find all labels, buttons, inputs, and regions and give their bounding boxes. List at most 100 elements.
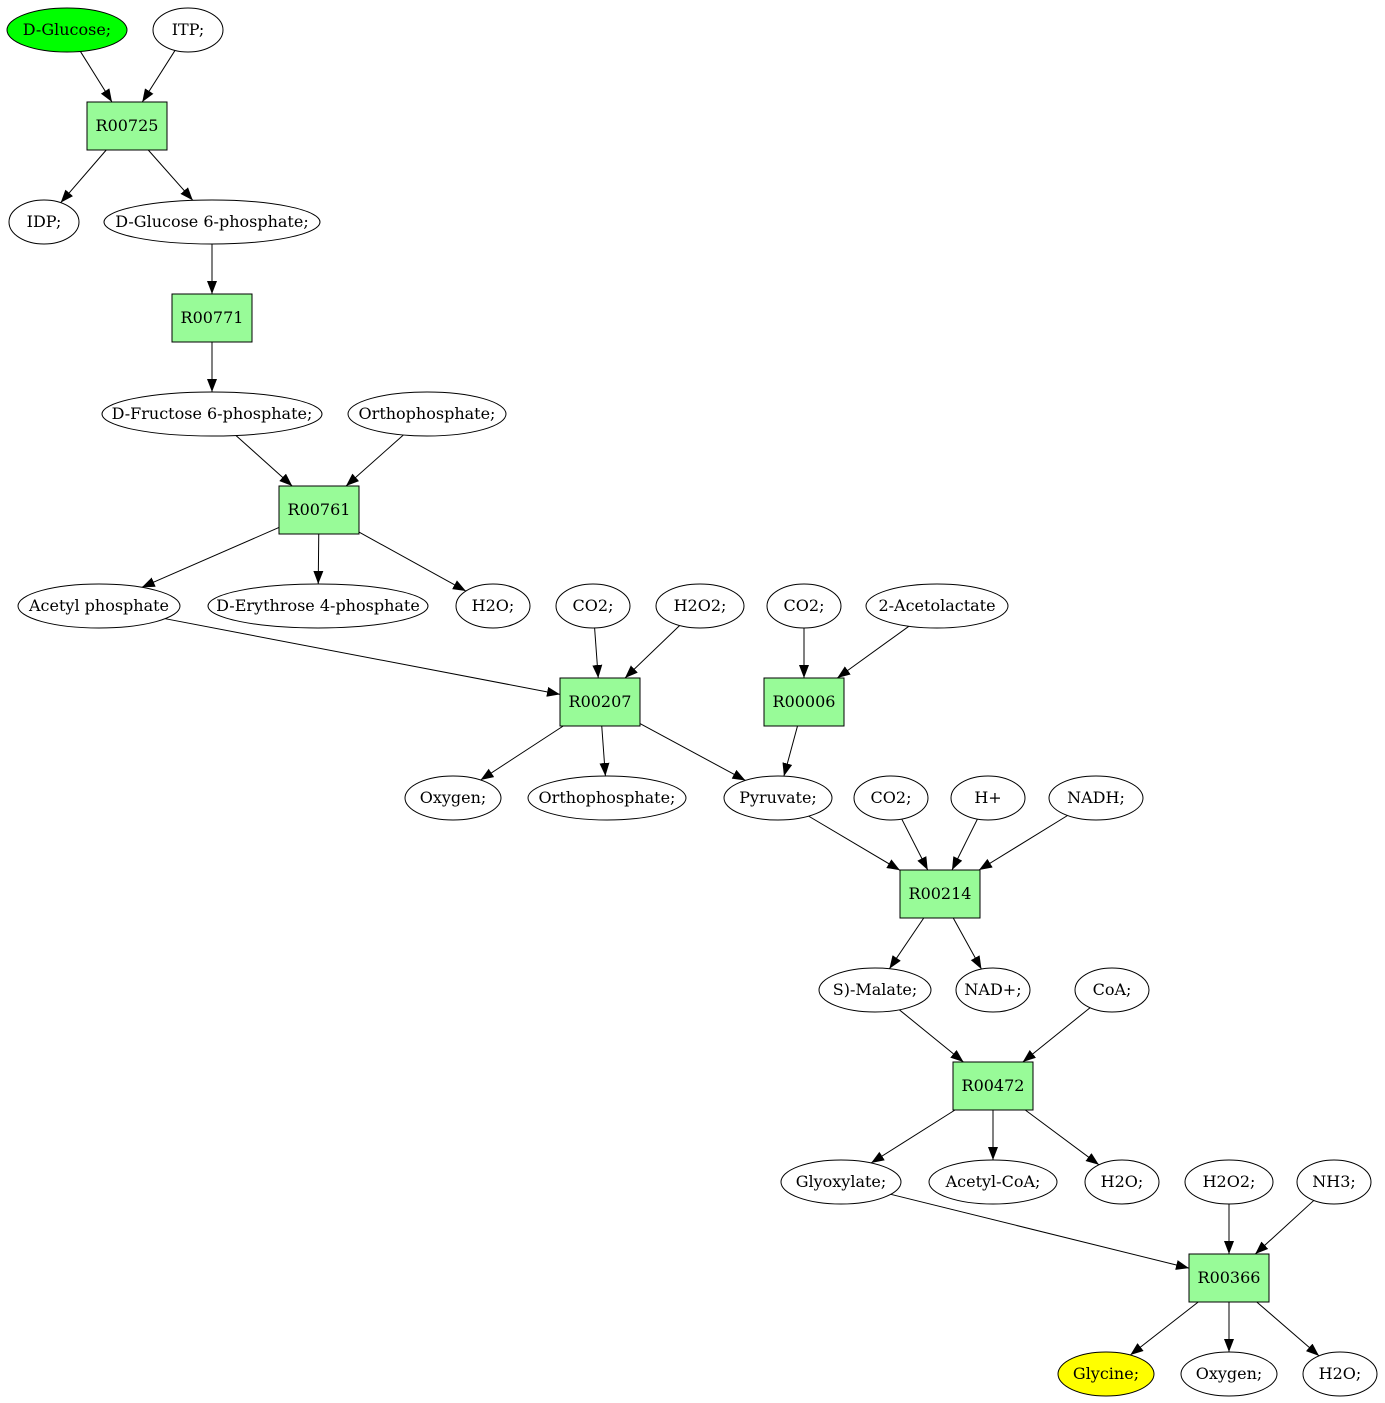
compound-node-nadplus: NAD+; [955, 967, 1031, 1013]
compound-ellipse [8, 199, 80, 245]
node-label: R00472 [962, 1076, 1025, 1095]
node-label: H2O2; [674, 596, 727, 615]
compound-node-itp: ITP; [152, 7, 224, 53]
node-label: Oxygen; [420, 788, 487, 807]
node-label: R00214 [909, 884, 972, 903]
node-label: 2-Acetolactate [878, 596, 995, 615]
compound-ellipse [853, 775, 929, 821]
reaction-box [952, 1061, 1034, 1111]
compound-ellipse [101, 391, 323, 437]
edge-h2o2a-to-r00207 [624, 625, 681, 679]
node-label: R00006 [773, 692, 836, 711]
compound-ellipse [103, 199, 321, 245]
edge-r00761-to-h2o1 [358, 531, 467, 592]
node-label: H2O; [1101, 1172, 1144, 1191]
reaction-box [559, 677, 641, 727]
compound-node-oxygen1: Oxygen; [404, 775, 502, 821]
node-label: H+ [974, 788, 1001, 807]
reaction-node-r00207: R00207 [559, 677, 641, 727]
node-label: H2O2; [1203, 1172, 1256, 1191]
compound-ellipse [1302, 1351, 1378, 1397]
compound-ellipse [207, 583, 429, 629]
compound-ellipse [723, 775, 833, 821]
compound-ellipse [1074, 967, 1150, 1013]
edge-r00761-to-de4p [313, 533, 324, 585]
edge-r00214-to-smalate [888, 917, 925, 970]
compound-ellipse [555, 583, 631, 629]
compound-node-ortho2: Orthophosphate; [527, 775, 687, 821]
compound-ellipse [1084, 1159, 1160, 1205]
compound-node-ortho1: Orthophosphate; [347, 391, 507, 437]
compound-node-h2o1: H2O; [455, 583, 531, 629]
reaction-node-r00725: R00725 [86, 101, 168, 151]
node-label: CO2; [573, 596, 614, 615]
compound-node-h2o3: H2O; [1302, 1351, 1378, 1397]
edges-layer [60, 50, 1320, 1357]
node-label: R00207 [569, 692, 632, 711]
edge-hplus-to-r00214 [951, 818, 978, 871]
edge-r00207-to-pyruvate [639, 723, 746, 781]
compound-node-nadh: NADH; [1048, 775, 1144, 821]
node-label: S)-Malate; [833, 980, 917, 999]
compound-node-dglucose: D-Glucose; [6, 7, 128, 53]
edge-ortho1-to-r00761 [345, 434, 404, 487]
compound-node-acetolactate: 2-Acetolactate [865, 583, 1009, 629]
compound-node-co2b: CO2; [766, 583, 842, 629]
compound-ellipse [655, 583, 745, 629]
reaction-box [171, 293, 253, 343]
compound-node-acetylcoa: Acetyl-CoA; [928, 1159, 1058, 1205]
node-label: NH3; [1312, 1172, 1356, 1191]
reaction-box [86, 101, 168, 151]
reaction-box [278, 485, 360, 535]
edge-acetylp-to-r00207 [165, 618, 561, 697]
edge-glyoxylate-to-r00366 [890, 1193, 1190, 1270]
edge-r00366-to-glycine [1129, 1301, 1199, 1356]
edge-itp-to-r00725 [141, 50, 176, 103]
reaction-node-r00771: R00771 [171, 293, 253, 343]
node-label: CoA; [1093, 980, 1132, 999]
compound-ellipse [1057, 1351, 1155, 1397]
edge-df6p-to-r00761 [235, 435, 293, 487]
node-label: Oxygen; [1196, 1364, 1263, 1383]
edge-r00472-to-h2o2 [1024, 1109, 1100, 1166]
node-label: Glyoxylate; [796, 1172, 887, 1191]
reaction-box [899, 869, 981, 919]
node-label: NADH; [1067, 788, 1125, 807]
reaction-box [763, 677, 845, 727]
node-label: ITP; [172, 20, 205, 39]
edge-coa-to-r00472 [1022, 1007, 1091, 1063]
compound-node-h2o2a: H2O2; [655, 583, 745, 629]
compound-ellipse [1180, 1351, 1278, 1397]
compound-ellipse [1296, 1159, 1372, 1205]
compound-node-h2o2: H2O; [1084, 1159, 1160, 1205]
compound-node-dg6p: D-Glucose 6-phosphate; [103, 199, 321, 245]
node-label: R00366 [1198, 1268, 1261, 1287]
edge-co2c-to-r00214 [901, 818, 929, 871]
reaction-node-r00214: R00214 [899, 869, 981, 919]
compound-ellipse [928, 1159, 1058, 1205]
compound-ellipse [347, 391, 507, 437]
edge-nh3-to-r00366 [1254, 1200, 1315, 1255]
edge-r00366-to-h2o3 [1256, 1301, 1320, 1357]
reaction-node-r00006: R00006 [763, 677, 845, 727]
compound-node-pyruvate: Pyruvate; [723, 775, 833, 821]
compound-ellipse [818, 967, 932, 1013]
node-label: Acetyl phosphate [28, 596, 169, 615]
compound-node-acetylp: Acetyl phosphate [17, 583, 181, 629]
compound-node-df6p: D-Fructose 6-phosphate; [101, 391, 323, 437]
compound-node-de4p: D-Erythrose 4-phosphate [207, 583, 429, 629]
edge-r00761-to-acetylp [141, 526, 280, 588]
compound-node-glyoxylate: Glyoxylate; [780, 1159, 902, 1205]
compound-ellipse [766, 583, 842, 629]
compound-ellipse [17, 583, 181, 629]
edge-r00214-to-nadplus [952, 917, 982, 970]
compound-ellipse [1048, 775, 1144, 821]
node-label: CO2; [784, 596, 825, 615]
node-label: H2O; [1319, 1364, 1362, 1383]
reaction-box [1188, 1253, 1270, 1303]
node-label: D-Erythrose 4-phosphate [216, 596, 420, 615]
compound-node-nh3: NH3; [1296, 1159, 1372, 1205]
compound-node-h2o2b: H2O2; [1184, 1159, 1274, 1205]
